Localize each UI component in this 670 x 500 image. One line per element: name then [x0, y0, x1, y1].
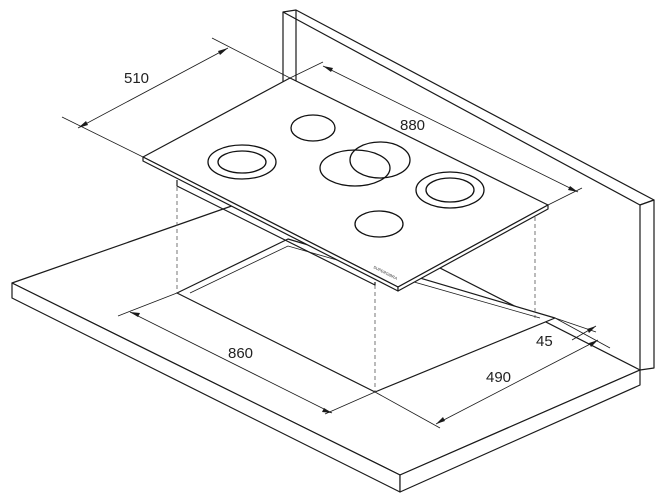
dimension-510: 510: [61, 37, 291, 158]
burner-left-inner-ring: [217, 150, 267, 174]
burner-right-inner-ring: [425, 177, 475, 203]
dimension-510-label: 510: [124, 70, 149, 87]
dimension-860: 860: [117, 292, 376, 415]
dimension-490-label: 490: [486, 369, 511, 386]
dimension-880: 880: [289, 61, 583, 206]
hidden-lines: [176, 180, 536, 392]
dimension-490: 490: [374, 317, 611, 429]
burner-rear-small: [290, 114, 336, 142]
dimension-45: 45: [536, 317, 597, 350]
burner-front-small: [354, 210, 404, 238]
burner-center-round: [349, 141, 411, 179]
burner-left-outer-ring: [207, 144, 277, 180]
hob: SUPERGIBRA: [142, 77, 549, 292]
dimension-880-label: 880: [400, 117, 425, 134]
burner-right-outer-ring: [415, 171, 485, 209]
dimension-860-label: 860: [228, 345, 253, 362]
dimension-45-label: 45: [536, 333, 553, 350]
